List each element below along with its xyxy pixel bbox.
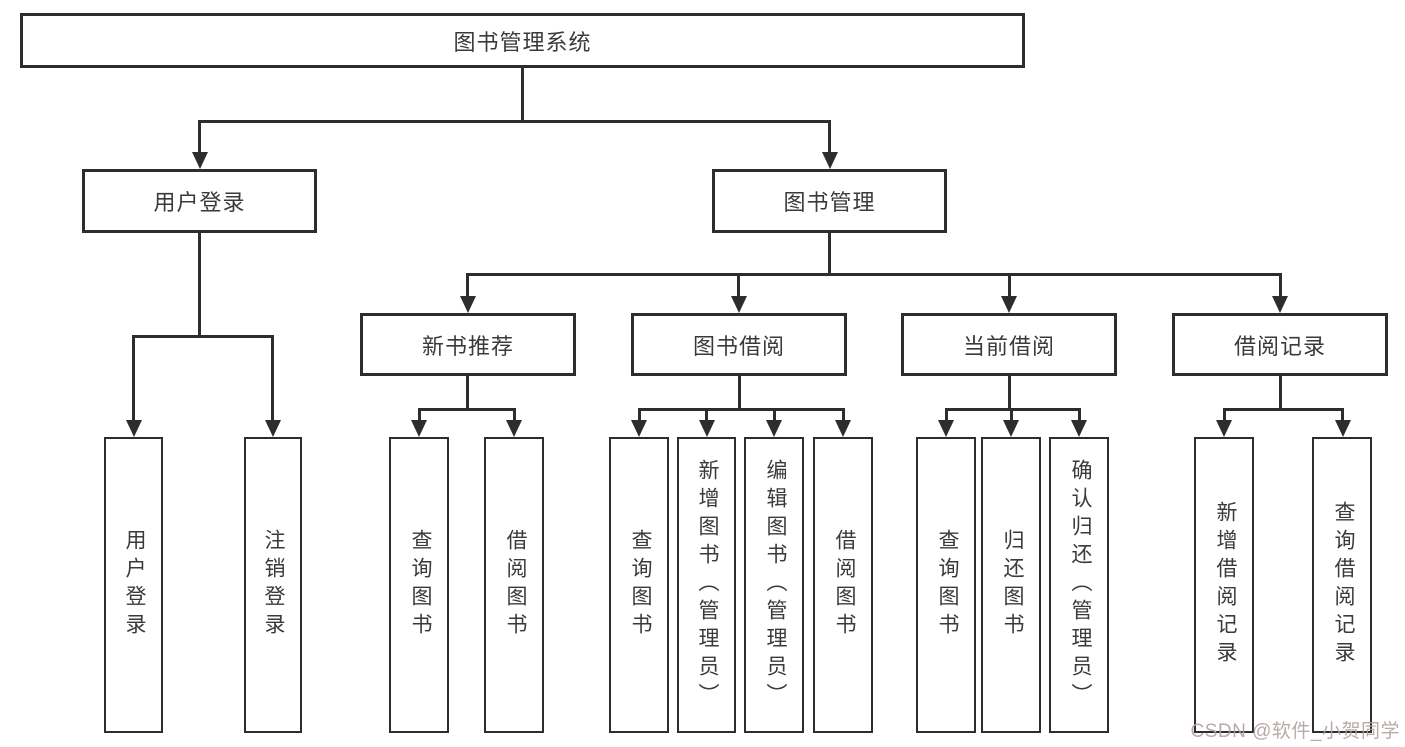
connector-line [418, 408, 421, 422]
leaf-edit-books-admin: 编辑图书（管理员） [744, 437, 804, 733]
connector-line [828, 233, 831, 273]
arrow-down-icon [126, 420, 142, 437]
arrow-down-icon [1335, 420, 1351, 437]
leaf-query-books-1: 查询图书 [389, 437, 449, 733]
connector-line [945, 408, 948, 422]
leaf-add-books-admin: 新增图书（管理员） [677, 437, 736, 733]
connector-line [738, 376, 741, 408]
connector-line [638, 408, 641, 422]
leaf-query-borrow-record: 查询借阅记录 [1312, 437, 1372, 733]
arrow-down-icon [1071, 420, 1087, 437]
leaf-confirm-return-admin: 确认归还（管理员） [1049, 437, 1109, 733]
connector-line [132, 335, 135, 422]
connector-line [198, 233, 201, 335]
connector-line [513, 408, 516, 422]
leaf-user-login: 用户登录 [104, 437, 163, 733]
arrow-down-icon [1272, 296, 1288, 313]
connector-line [1223, 408, 1226, 422]
connector-line [1078, 408, 1081, 422]
arrow-down-icon [1216, 420, 1232, 437]
connector-line [1279, 273, 1282, 298]
leaf-query-books-3: 查询图书 [916, 437, 976, 733]
connector-line [1008, 273, 1011, 298]
connector-line [132, 335, 274, 338]
arrow-down-icon [766, 420, 782, 437]
connector-line [1010, 408, 1013, 422]
leaf-logout: 注销登录 [244, 437, 302, 733]
watermark: CSDN @软件_小贺同学 [1190, 721, 1400, 742]
leaf-borrow-books-2: 借阅图书 [813, 437, 873, 733]
leaf-return-books: 归还图书 [981, 437, 1041, 733]
node-book-management-system: 图书管理系统 [20, 13, 1025, 68]
arrow-down-icon [1003, 420, 1019, 437]
connector-line [638, 408, 845, 411]
node-new-book-recommend: 新书推荐 [360, 313, 576, 376]
connector-line [466, 273, 1282, 276]
arrow-down-icon [1001, 296, 1017, 313]
connector-line [1008, 376, 1011, 408]
connector-line [418, 408, 516, 411]
arrow-down-icon [506, 420, 522, 437]
arrow-down-icon [938, 420, 954, 437]
connector-line [737, 273, 740, 298]
node-current-borrowing: 当前借阅 [901, 313, 1117, 376]
arrow-down-icon [822, 152, 838, 169]
connector-line [773, 408, 776, 422]
arrow-down-icon [192, 152, 208, 169]
leaf-query-books-2: 查询图书 [609, 437, 669, 733]
arrow-down-icon [265, 420, 281, 437]
leaf-add-borrow-record: 新增借阅记录 [1194, 437, 1254, 733]
connector-line [705, 408, 708, 422]
connector-line [1341, 408, 1344, 422]
arrow-down-icon [631, 420, 647, 437]
connector-line [521, 68, 524, 120]
arrow-down-icon [460, 296, 476, 313]
node-book-management: 图书管理 [712, 169, 947, 233]
connector-line [1279, 376, 1282, 408]
node-user-login: 用户登录 [82, 169, 317, 233]
connector-line [828, 120, 831, 154]
node-book-borrowing: 图书借阅 [631, 313, 847, 376]
connector-line [945, 408, 1081, 411]
connector-line [466, 376, 469, 408]
arrow-down-icon [699, 420, 715, 437]
arrow-down-icon [731, 296, 747, 313]
arrow-down-icon [835, 420, 851, 437]
leaf-borrow-books-1: 借阅图书 [484, 437, 544, 733]
arrow-down-icon [411, 420, 427, 437]
connector-line [198, 120, 201, 154]
node-borrowing-records: 借阅记录 [1172, 313, 1388, 376]
connector-line [1223, 408, 1344, 411]
connector-line [198, 120, 831, 123]
connector-line [466, 273, 469, 298]
connector-line [271, 335, 274, 422]
connector-line [842, 408, 845, 422]
